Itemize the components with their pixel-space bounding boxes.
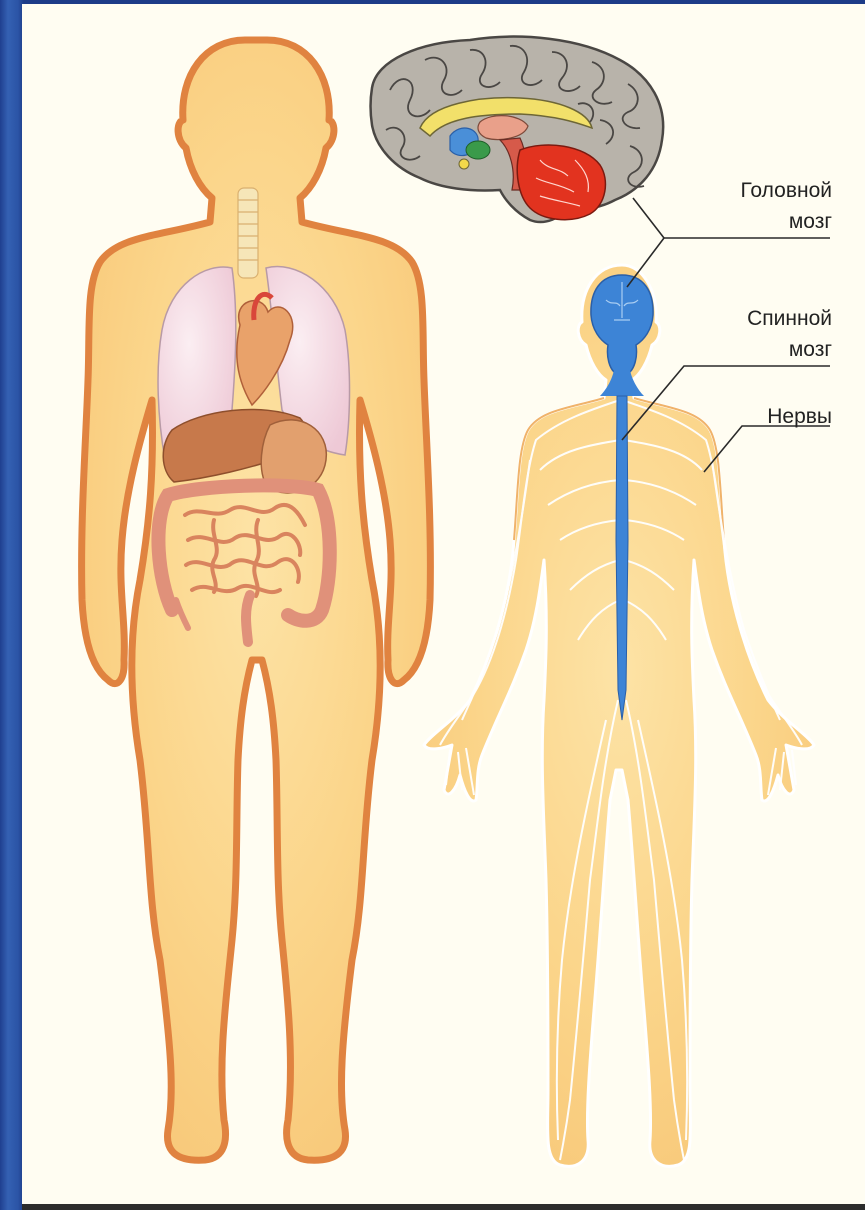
label-brain: Головной мозг bbox=[708, 178, 832, 234]
rectum bbox=[246, 595, 250, 642]
label-spinal-line1: Спинной bbox=[708, 306, 832, 331]
leader-brain-section bbox=[633, 198, 664, 238]
hypothalamus bbox=[466, 141, 490, 159]
figure-digestive bbox=[82, 40, 431, 1160]
leader-nerves bbox=[704, 426, 830, 472]
pituitary bbox=[459, 159, 469, 169]
label-spinal-cord: Спинной мозг bbox=[708, 306, 832, 362]
label-nerves: Нервы bbox=[722, 404, 832, 429]
leader-brain bbox=[627, 238, 830, 287]
label-brain-line2: мозг bbox=[708, 209, 832, 234]
label-brain-line1: Головной bbox=[708, 178, 832, 203]
spinal-cord bbox=[616, 396, 628, 720]
trachea bbox=[238, 188, 258, 278]
label-spinal-line2: мозг bbox=[708, 337, 832, 362]
brain-section bbox=[371, 37, 664, 222]
anatomy-page: Головной мозг Спинной мозг Нервы bbox=[22, 4, 865, 1210]
figure-nervous-system bbox=[424, 265, 814, 1166]
